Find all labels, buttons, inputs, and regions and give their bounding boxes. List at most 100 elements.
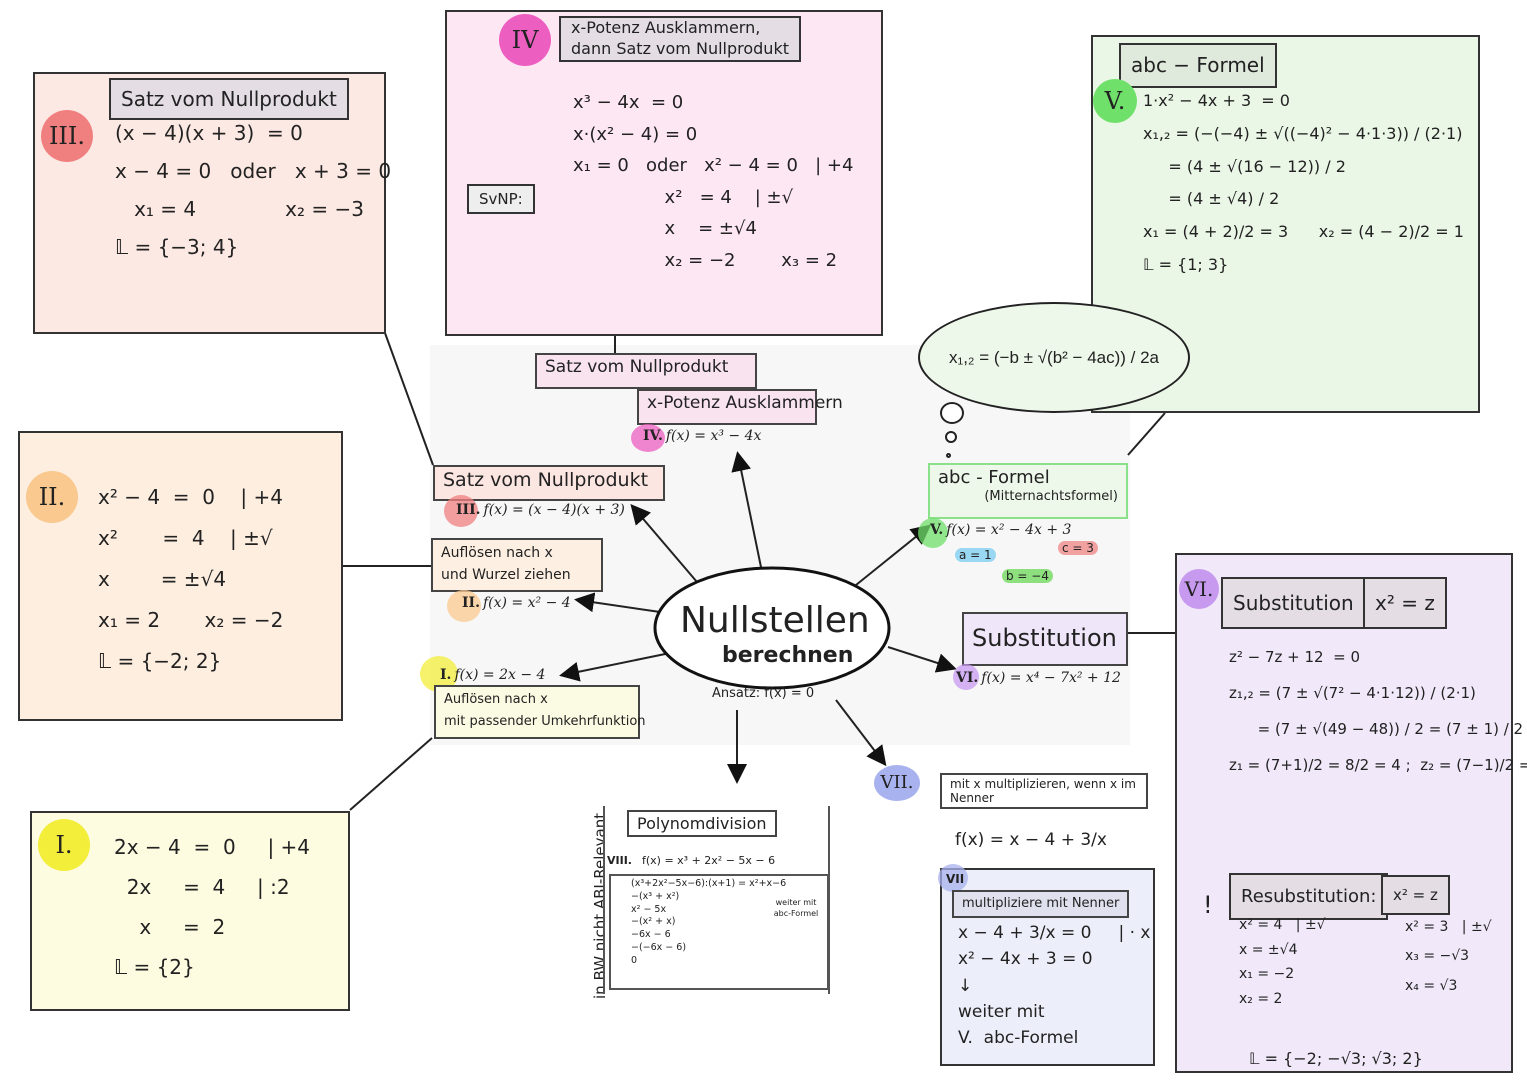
coef-a: a = 1 (955, 548, 996, 562)
box-vii-inner-number: VII (946, 872, 965, 886)
arrow-to-iv (731, 451, 763, 573)
coef-b: b = −4 (1002, 569, 1053, 583)
equation-line: x₃ = −√3 (1405, 948, 1470, 965)
equation-line: x − 4 + 3/x = 0 | · x (958, 923, 1151, 943)
box-vi-title: Substitution (1221, 577, 1366, 629)
branch-iii-number: III. (456, 502, 481, 518)
branch-iv-number: IV. (643, 428, 663, 444)
marker-vi (953, 664, 979, 690)
equation-line: z₁ = (7+1)/2 = 8/2 = 4 ; z₂ = (7−1)/2 = … (1229, 756, 1527, 774)
box-v-title: abc − Formel (1119, 43, 1277, 88)
box-vi-number: VI. (1179, 569, 1219, 609)
equation-line: (x − 4)(x + 3) = 0 (115, 121, 303, 145)
branch-iv-method2: x-Potenz Ausklammern (637, 389, 843, 425)
formula-bubble: x₁,₂ = (−b ± √(b² − 4ac)) / 2a (918, 302, 1190, 413)
box-vi: VI. Substitution x² = z z² − 7z + 12 = 0… (1175, 553, 1527, 1073)
box-v-lines: 1·x² − 4x + 3 = 0 x₁,₂ = (−(−4) ± √((−4)²… (1143, 85, 1468, 282)
equation-line: z² − 7z + 12 = 0 (1229, 648, 1361, 666)
box-v-number: V. (1093, 79, 1137, 123)
arrow-to-i (559, 652, 671, 682)
marker-iv (631, 424, 665, 452)
arrow-to-vii (835, 699, 887, 767)
equation-line: x² − 4x + 3 = 0 (958, 949, 1093, 970)
branch-ii-number: II. (462, 595, 480, 611)
equation-line: x² − 5x (631, 903, 667, 915)
marker-v (918, 518, 948, 548)
box-iv-title: x-Potenz Ausklammern,dann Satz vom Nullp… (559, 16, 801, 62)
equation-line: x·(x² − 4) = 0 (573, 123, 698, 145)
equation-line: V. abc-Formel (958, 1028, 1079, 1049)
box-viii-note: weiter mit abc-Formel (773, 898, 819, 918)
equation-line: −(−6x − 6) (631, 942, 687, 954)
equation-line: x₁ = −2 (1239, 966, 1295, 982)
equation-line: x = ±√4 (98, 567, 227, 591)
bubble-formula: x₁,₂ = (−b ± √(b² − 4ac)) / 2a (948, 347, 1160, 367)
bubble-dot-small (946, 453, 951, 458)
branch-v-fn-row: V.f(x) = x² − 4x + 3 (930, 522, 1071, 538)
branch-ii-fn: f(x) = x² − 4 (482, 595, 571, 611)
box-vi-lines: z² − 7z + 12 = 0 z₁,₂ = (7 ± √(7² − 4·1·1… (1229, 639, 1527, 783)
equation-line: 𝕃 = {1; 3} (1143, 254, 1229, 274)
branch-i-number: I. (440, 667, 452, 683)
equation-line: = (4 ± √(16 − 12)) / 2 (1143, 156, 1346, 176)
equation-line: x₁,₂ = (−(−4) ± √((−4)² − 4·1·3)) / (2·1… (1143, 123, 1463, 143)
box-vi-sub: x² = z (1363, 577, 1447, 629)
box-viii-lines: (x³+2x²−5x−6):(x+1) = x²+x−6−(x³ + x²) x… (631, 878, 823, 968)
box-iii-number: III. (41, 110, 93, 162)
equation-line: x = ±√4 (1239, 941, 1298, 958)
equation-line: 0 (631, 954, 638, 966)
box-iv: IV x-Potenz Ausklammern,dann Satz vom Nu… (445, 10, 883, 336)
ansatz-label: Ansatz: f(x) = 0 (712, 686, 815, 701)
equation-line: ↓ (958, 975, 973, 996)
branch-iv-fn: f(x) = x³ − 4x (665, 428, 762, 444)
equation-line: 2x − 4 = 0 | +4 (114, 835, 311, 859)
box-vii: VII multipliziere mit Nenner x − 4 + 3/x… (938, 864, 1155, 1066)
equation-line: x₁ = (4 + 2)/2 = 3 x₂ = (4 − 2)/2 = 1 (1143, 222, 1464, 242)
box-viii-title: Polynomdivision (627, 810, 777, 837)
bubble-dot-large (940, 402, 964, 424)
equation-line: (x³+2x²−5x−6):(x+1) = x²+x−6 (631, 878, 787, 889)
box-vi-solution: 𝕃 = {−2; −√3; √3; 2} (1249, 1049, 1423, 1068)
svnp-label: SvNP: (467, 184, 535, 215)
branch-vi-number: VI. (956, 670, 979, 686)
branch-vi-fn: f(x) = x⁴ − 7x² + 12 (981, 670, 1121, 686)
branch-iv-fn-row: IV.f(x) = x³ − 4x (643, 428, 761, 444)
equation-line: z₁,₂ = (7 ± √(7² − 4·1·12)) / (2·1) (1229, 684, 1476, 702)
equation-line: x² = 4 | ±√ (573, 186, 794, 208)
center-title: Nullstellen (680, 600, 870, 641)
branch-v-number: V. (930, 522, 944, 538)
bubble-dot-medium (945, 431, 957, 443)
arrow-to-v (855, 524, 932, 586)
equation-line: −(x² + x) (631, 916, 676, 928)
marker-iii (444, 495, 478, 527)
branch-vi-method: Substitution (962, 612, 1128, 666)
resub-eq: x² = z (1381, 875, 1450, 915)
equation-line: = (7 ± √(49 − 48)) / 2 = (7 ± 1) / 2 (1229, 720, 1524, 738)
equation-line: x₁ = 2 x₂ = −2 (98, 608, 284, 632)
branch-iii-method: Satz vom Nullprodukt (433, 465, 665, 501)
box-iii: Satz vom Nullprodukt III. (x − 4)(x + 3)… (33, 72, 392, 334)
equation-line: x₂ = 2 (1239, 990, 1283, 1007)
equation-line: 1·x² − 4x + 3 = 0 (1143, 91, 1290, 110)
box-vii-fn: f(x) = x − 4 + 3/x (955, 830, 1107, 850)
equation-line: x₁ = 0 oder x² − 4 = 0 | +4 (573, 155, 854, 176)
box-viii-fn: VIII.f(x) = x³ + 2x² − 5x − 6 (607, 854, 776, 867)
arrow-to-vi (887, 646, 957, 673)
box-viii: Polynomdivision VIII.f(x) = x³ + 2x² − 5… (603, 806, 830, 994)
equation-line: 𝕃 = {−3; 4} (115, 235, 239, 259)
marker-ii (447, 590, 481, 622)
box-ii-number: II. (26, 471, 78, 523)
box-vii-hint: mit x multiplizieren, wenn x im Nenner (940, 773, 1148, 809)
branch-iv-method1: Satz vom Nullprodukt (535, 353, 757, 389)
branch-vi-fn-row: VI.f(x) = x⁴ − 7x² + 12 (956, 670, 1121, 686)
warning-icon: ! (1203, 891, 1213, 919)
equation-line: x − 4 = 0 oder x + 3 = 0 (115, 159, 392, 183)
branch-iii-fn: f(x) = (x − 4)(x + 3) (483, 502, 625, 518)
box-vii-number: VII. (874, 765, 920, 801)
